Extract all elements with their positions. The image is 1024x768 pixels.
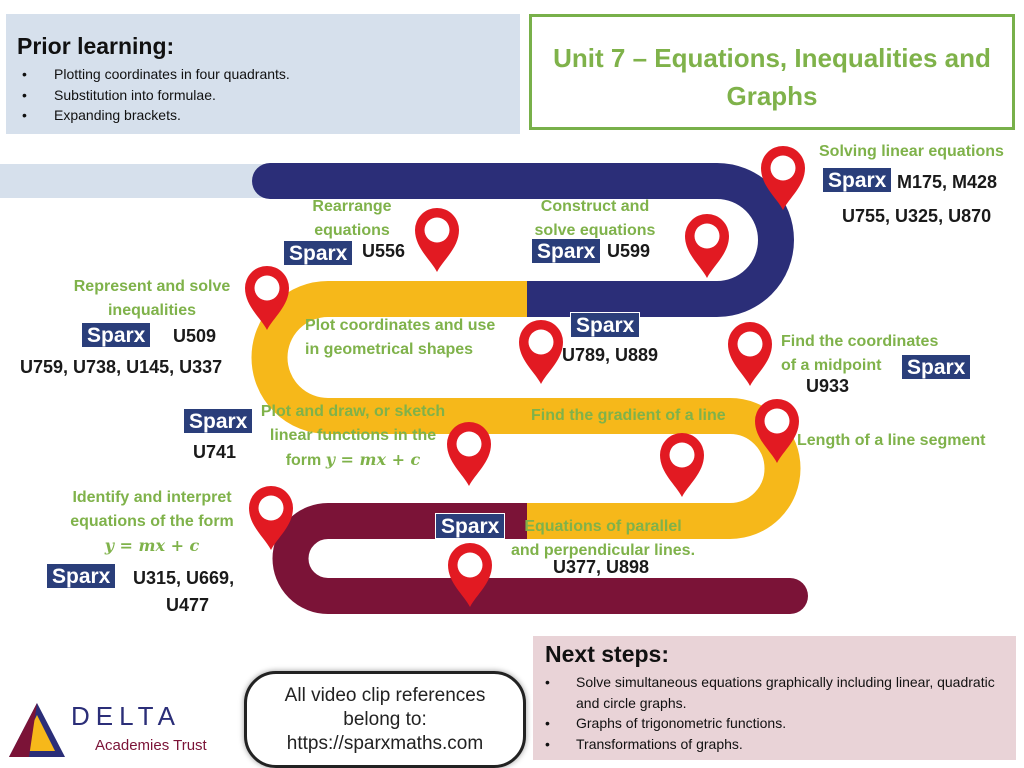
prior-item: Substitution into formulae. xyxy=(22,87,290,108)
topic-inequalities-line: inequalities xyxy=(107,302,197,319)
topic-plot-coordinates-line: in geometrical shapes xyxy=(305,341,474,358)
topic-rearrange-codes: U556 xyxy=(362,241,406,261)
prior-learning-title: Prior learning: xyxy=(17,33,175,59)
topic-midpoint-title: Find the coordinates of a midpoint xyxy=(781,330,938,378)
sparx-badge: Sparx xyxy=(822,167,893,193)
delta-logo-icon xyxy=(9,703,65,757)
sparx-badge: Sparx xyxy=(531,238,602,264)
road-maroon xyxy=(272,503,790,614)
location-pin-icon xyxy=(761,146,805,210)
prior-item: Expanding brackets. xyxy=(22,107,290,128)
topic-plot-linear-line: form y = mx + c xyxy=(253,448,453,473)
topic-solving-linear-title: Solving linear equations xyxy=(819,143,1004,160)
unit-title-box: Unit 7 – Equations, Inequalities and Gra… xyxy=(529,14,1015,130)
topic-plot-linear-line: linear functions in the xyxy=(269,427,437,444)
topic-inequalities-title: Represent and solve inequalities xyxy=(66,275,238,323)
road-start-cap xyxy=(252,163,270,199)
topic-solving-linear-codes: U755, U325, U870 xyxy=(842,206,992,226)
delta-logo: DELTA Academies Trust xyxy=(5,699,227,761)
topic-gradient-title: Find the gradient of a line xyxy=(531,407,726,424)
topic-construct-codes: U599 xyxy=(607,241,651,261)
location-pin-icon xyxy=(245,266,289,330)
topic-construct-line: Construct and xyxy=(540,198,650,215)
next-steps-title: Next steps: xyxy=(545,641,669,667)
location-pin-icon xyxy=(755,399,799,463)
location-pin-icon xyxy=(728,322,772,386)
topic-length-title: Length of a line segment xyxy=(797,432,986,449)
location-pin-icon xyxy=(249,486,293,550)
road-amber xyxy=(251,281,801,539)
topic-parallel-codes: U377, U898 xyxy=(553,557,650,577)
topic-plot-linear-title: Plot and draw, or sketch linear function… xyxy=(253,400,453,473)
topic-interpret-line: equations of the form xyxy=(70,513,234,530)
topic-inequalities-codes: U759, U738, U145, U337 xyxy=(20,357,223,377)
location-pin-icon xyxy=(519,320,563,384)
topic-interpret-codes: U315, U669, xyxy=(133,568,235,588)
topic-inequalities-codes: U509 xyxy=(173,326,217,346)
formula-ymxc: y = mx + c xyxy=(104,536,200,555)
topic-rearrange-line: Rearrange xyxy=(312,198,392,215)
topic-parallel-line: Equations of parallel xyxy=(524,518,682,535)
topic-plot-linear-codes: U741 xyxy=(193,442,237,462)
next-item: Graphs of trigonometric functions. xyxy=(545,713,996,734)
sparx-badge: Sparx xyxy=(901,354,972,380)
next-steps-panel: Next steps: Solve simultaneous equations… xyxy=(533,636,1016,760)
sparx-badge: Sparx xyxy=(283,240,354,266)
logo-name: DELTA xyxy=(71,701,181,731)
next-item: Solve simultaneous equations graphically… xyxy=(545,672,996,713)
topic-plot-coordinates-line: Plot coordinates and use xyxy=(305,317,496,334)
video-line: belong to: xyxy=(343,709,427,730)
prior-learning-panel: Prior learning: Plotting coordinates in … xyxy=(6,14,520,134)
location-pin-icon xyxy=(660,433,704,497)
road-end-cap xyxy=(790,578,808,614)
location-pin-icon xyxy=(415,208,459,272)
sparx-badge: Sparx xyxy=(46,563,117,589)
topic-plot-coordinates-codes: U789, U889 xyxy=(562,345,659,365)
road-navy xyxy=(270,163,794,317)
sparx-badge: Sparx xyxy=(570,312,641,338)
unit-title-line2: Graphs xyxy=(726,81,818,111)
unit-title-line1: Unit 7 – Equations, Inequalities and xyxy=(553,43,991,73)
video-line: All video clip references xyxy=(284,685,486,706)
formula-ymxc: y = mx + c xyxy=(325,450,421,469)
topic-midpoint-line: of a midpoint xyxy=(781,357,882,374)
next-steps-list: Solve simultaneous equations graphically… xyxy=(545,672,996,754)
video-link[interactable]: https://sparxmaths.com xyxy=(286,733,484,754)
prior-item: Plotting coordinates in four quadrants. xyxy=(22,66,290,87)
topic-plot-linear-prefix: form xyxy=(285,452,326,469)
location-pin-icon xyxy=(447,422,491,486)
topic-plot-coordinates-title: Plot coordinates and use in geometrical … xyxy=(305,314,495,362)
video-references-box: All video clip references belong to: htt… xyxy=(244,671,526,768)
topic-midpoint-line: Find the coordinates xyxy=(781,333,939,350)
location-pin-icon xyxy=(448,543,492,607)
topic-plot-linear-line: Plot and draw, or sketch xyxy=(260,403,446,420)
topic-interpret-title: Identify and interpret equations of the … xyxy=(60,486,244,558)
topic-construct-line: solve equations xyxy=(534,222,656,239)
sparx-badge: Sparx xyxy=(435,513,506,539)
road-start-band xyxy=(0,164,270,198)
logo-subtitle: Academies Trust xyxy=(95,737,207,754)
next-item: Transformations of graphs. xyxy=(545,734,996,755)
topic-inequalities-line: Represent and solve xyxy=(73,278,231,295)
topic-rearrange-line: equations xyxy=(314,222,390,239)
prior-learning-list: Plotting coordinates in four quadrants. … xyxy=(22,66,290,128)
topic-solving-linear-codes: M175, M428 xyxy=(897,172,998,192)
topic-rearrange-title: Rearrange equations xyxy=(310,195,394,243)
sparx-badge: Sparx xyxy=(183,408,254,434)
topic-interpret-line: Identify and interpret xyxy=(72,489,232,506)
location-pin-icon xyxy=(685,214,729,278)
topic-midpoint-codes: U933 xyxy=(806,376,850,396)
topic-interpret-codes: U477 xyxy=(166,595,210,615)
topic-construct-title: Construct and solve equations xyxy=(528,195,662,243)
topic-parallel-line: and perpendicular lines. xyxy=(510,542,696,559)
topic-parallel-title: Equations of parallel and perpendicular … xyxy=(503,515,703,563)
sparx-badge: Sparx xyxy=(81,322,152,348)
